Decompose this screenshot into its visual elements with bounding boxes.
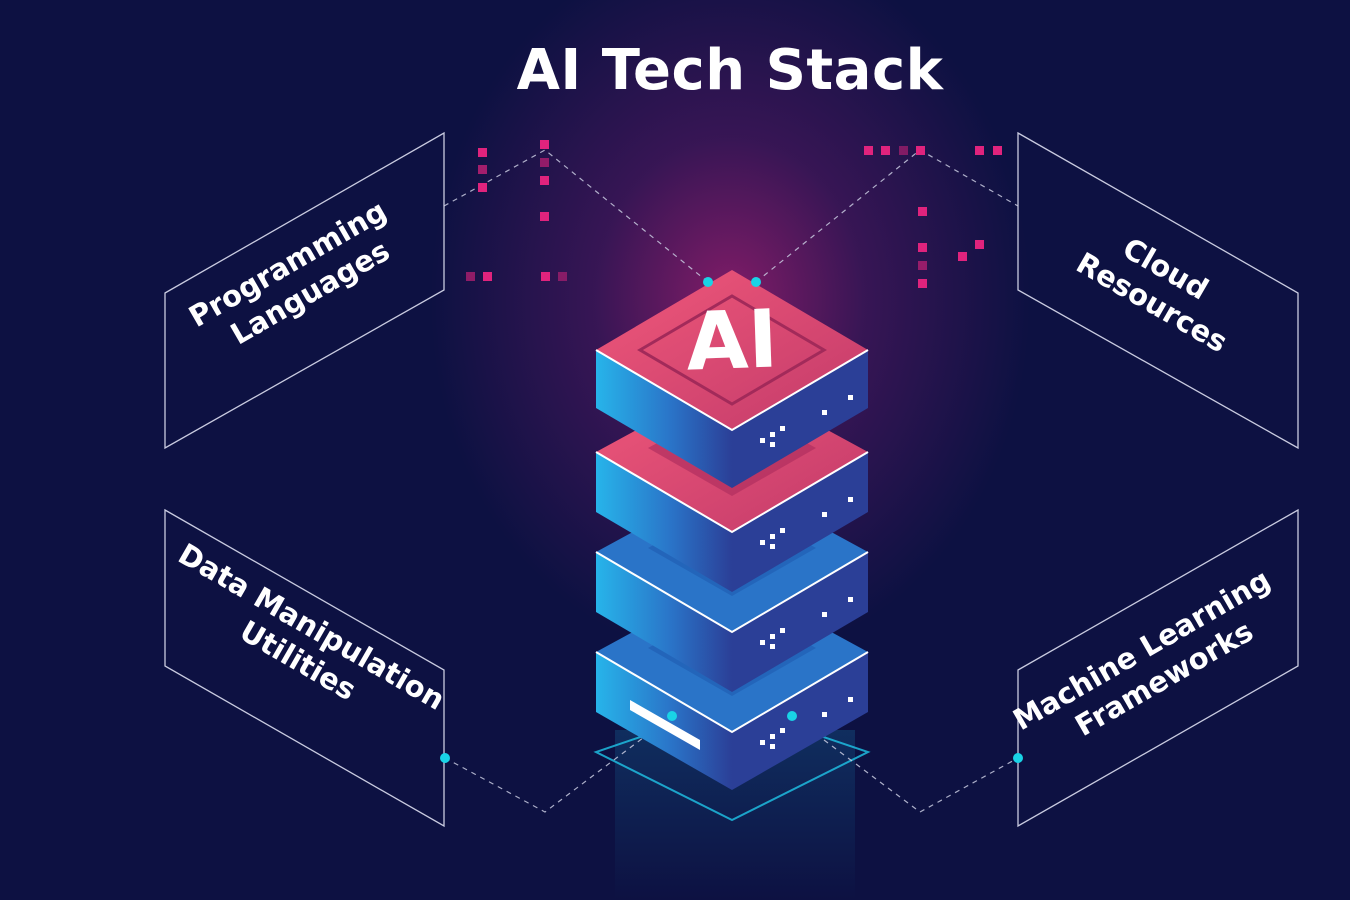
panel-cloud-resources: Cloud Resources — [1017, 131, 1299, 450]
stack-ai-label: AI — [685, 292, 780, 388]
pixel-decoration-right — [864, 146, 1002, 288]
connector-dots — [440, 277, 1023, 763]
connector-bottom-left — [444, 715, 673, 813]
stack-tier-1: AI — [595, 270, 869, 488]
dot-stack-bottom-right — [787, 711, 797, 721]
pixel-decoration-left — [466, 140, 567, 281]
panel-programming-languages: Programming Languages — [164, 131, 445, 450]
panel-machine-learning-frameworks: Machine Learning Frameworks — [1007, 508, 1302, 828]
dot-top-left — [703, 277, 713, 287]
dot-stack-bottom-left — [667, 711, 677, 721]
dot-top-right — [751, 277, 761, 287]
svg-text:Cloud Resources: Cloud Resources — [1071, 214, 1252, 359]
svg-text:Data Manipulation Util: Data Manipulation Utilities — [155, 537, 460, 753]
connector-top-right — [755, 149, 1019, 283]
svg-text:Machine Learning Frame: Machine Learning Frameworks — [1007, 557, 1302, 768]
dot-panel-bottom-right — [1013, 753, 1023, 763]
connector-bottom-right — [791, 715, 1019, 813]
panel-bl-line1: Data Manipulation — [173, 537, 451, 717]
page-title: AI Tech Stack — [516, 38, 944, 103]
drive-slot — [630, 700, 700, 750]
dot-panel-bottom-left — [440, 753, 450, 763]
panel-data-manipulation-utilities: Data Manipulation Utilities — [155, 508, 460, 828]
